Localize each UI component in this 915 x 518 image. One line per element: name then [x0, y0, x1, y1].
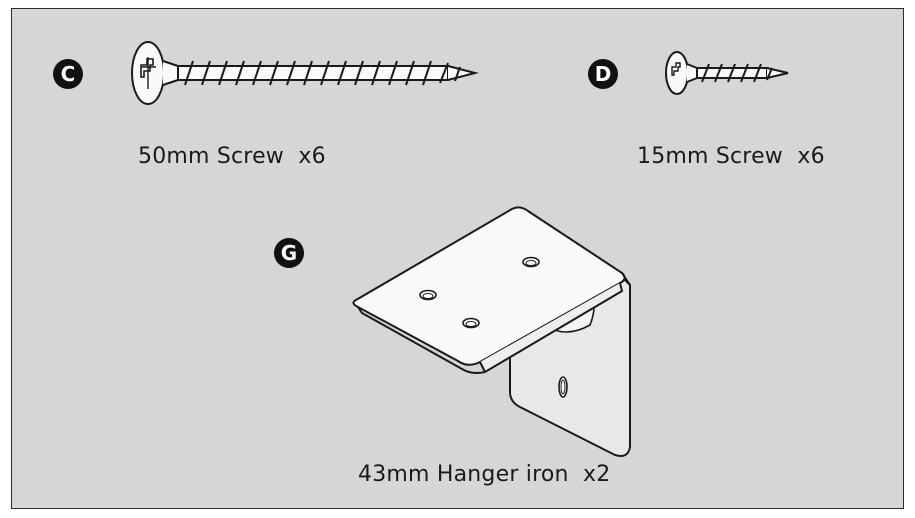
- part-d-label: 15mm Screw x6: [637, 144, 825, 169]
- long-screw-icon: [131, 41, 479, 105]
- part-g-label: 43mm Hanger iron x2: [358, 462, 611, 487]
- hanger-iron-bracket-icon: [352, 206, 631, 457]
- part-g-badge: G: [274, 238, 304, 268]
- parts-panel: C 50mm Screw x6 D 15m: [11, 8, 904, 509]
- part-c-badge: C: [53, 59, 83, 89]
- short-screw-icon: [665, 51, 789, 95]
- part-d-badge: D: [588, 59, 618, 89]
- part-c-label: 50mm Screw x6: [138, 144, 326, 169]
